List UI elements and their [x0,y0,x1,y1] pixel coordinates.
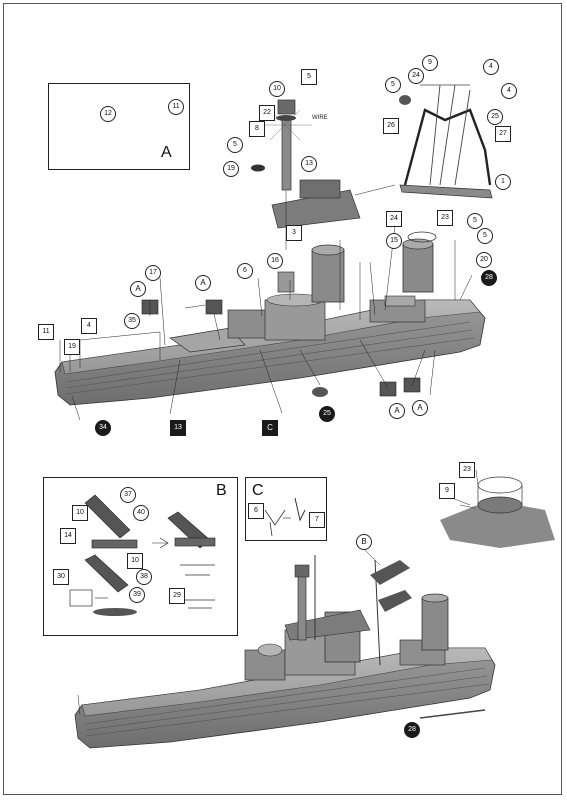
upper-callout-16: 16 [267,253,283,269]
upper-callout-19: 19 [64,339,80,355]
upper-callout-11: 11 [168,99,184,115]
lower-callout-39: 39 [129,587,145,603]
lower-callout-28: 28 [404,722,420,738]
upper-callout-4: 4 [501,83,517,99]
upper-callout-5: 5 [301,69,317,85]
upper-callout-A: A [389,403,405,419]
lower-callout-10: 10 [127,553,143,569]
upper-callout-17: 17 [145,265,161,281]
upper-callout-13: 13 [170,420,186,436]
upper-callout-11: 11 [38,324,54,340]
inset-b-label: B [216,482,227,499]
upper-callout-8: 8 [249,121,265,137]
upper-callout-4: 4 [81,318,97,334]
masts-lower [294,555,486,719]
inset-c-label: C [252,482,264,499]
superstructure-upper [169,293,426,353]
tripod-mast-part [399,84,493,199]
upper-callout-3: 3 [286,225,302,241]
upper-callout-5: 5 [227,137,243,153]
upper-callout-35: 35 [124,313,140,329]
upper-callout-A: A [412,400,428,416]
lower-callout-38: 38 [136,569,152,585]
upper-callout-24: 24 [408,68,424,84]
lower-callout-30: 30 [53,569,69,585]
upper-callout-13: 13 [301,156,317,172]
lower-callout-29: 29 [169,588,185,604]
upper-callout-5: 5 [385,77,401,93]
lower-callout-7: 7 [309,512,325,528]
inset-a-box: A [48,83,190,170]
inset-c-box: C [245,477,327,541]
lower-callout-9: 9 [439,483,455,499]
aircraft-parts-inset [69,494,216,616]
upper-callout-25: 25 [487,109,503,125]
funnel-detail [440,476,555,548]
superstructure-lower [244,593,449,681]
lower-callout-6: 6 [248,503,264,519]
mast-upper [251,99,312,191]
upper-callout-20: 20 [476,252,492,268]
lower-callout-37: 37 [120,487,136,503]
lower-callout-40: 40 [133,505,149,521]
upper-callout-24: 24 [386,211,402,227]
ship-hull-lower [74,647,496,749]
inset-b-box: B [43,477,238,636]
lower-callout-10: 10 [72,505,88,521]
upper-callout-A: A [195,275,211,291]
upper-callout-34: 34 [95,420,111,436]
wire-label: WIRE [312,115,328,121]
upper-callout-4: 4 [483,59,499,75]
upper-callout-9: 9 [422,55,438,71]
upper-callout-A: A [130,281,146,297]
upper-callout-5: 5 [477,228,493,244]
inset-a-label: A [161,144,172,161]
upper-callout-12: 12 [100,106,116,122]
upper-callout-26: 26 [383,118,399,134]
upper-callout-C: C [262,420,278,436]
leader-lines-lower [77,469,479,716]
sheet-border [3,3,562,795]
upper-callout-19: 19 [223,161,239,177]
upper-callout-22: 22 [259,105,275,121]
lower-callout-23: 23 [459,462,475,478]
upper-callout-15: 15 [386,233,402,249]
upper-callout-23: 23 [437,210,453,226]
upper-callout-28: 28 [481,270,497,286]
upper-callout-10: 10 [269,81,285,97]
upper-callout-25: 25 [319,406,335,422]
upper-callout-5: 5 [467,213,483,229]
lower-callout-B: B [356,534,372,550]
upper-callout-27: 27 [495,126,511,142]
bridge-upper [271,179,361,229]
funnels-upper [311,231,437,303]
upper-callout-1: 1 [495,174,511,190]
upper-callout-6: 6 [237,263,253,279]
lower-callout-14: 14 [60,528,76,544]
inset-c-detail [264,497,306,537]
turret-parts-upper [141,271,421,397]
